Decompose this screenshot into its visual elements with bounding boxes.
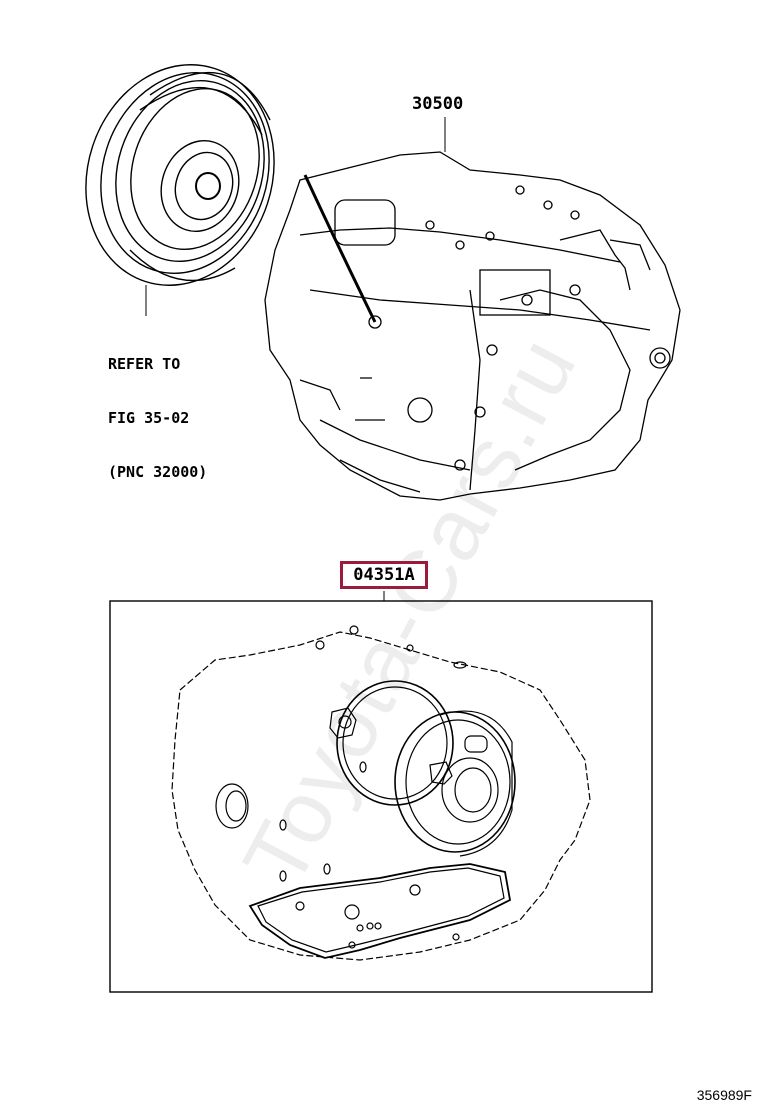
- gasket-kit-illustration: [171, 625, 591, 961]
- figure-id: 356989F: [696, 1087, 752, 1103]
- refer-note-line-2[interactable]: FIG 35-02: [108, 409, 190, 427]
- part-number-04351a-highlighted[interactable]: 04351A: [340, 561, 428, 589]
- refer-to-note: REFER TO FIG 35-02 (PNC 32000): [108, 319, 207, 499]
- transmission-assembly-illustration: [264, 151, 681, 501]
- part-number-30500[interactable]: 30500: [412, 94, 464, 114]
- overhaul-kit-frame: [109, 600, 653, 993]
- torque-converter-illustration: [85, 64, 275, 316]
- refer-note-line-3[interactable]: (PNC 32000): [108, 463, 208, 481]
- leader-lines: [383, 117, 446, 601]
- refer-note-line-1: REFER TO: [108, 355, 181, 373]
